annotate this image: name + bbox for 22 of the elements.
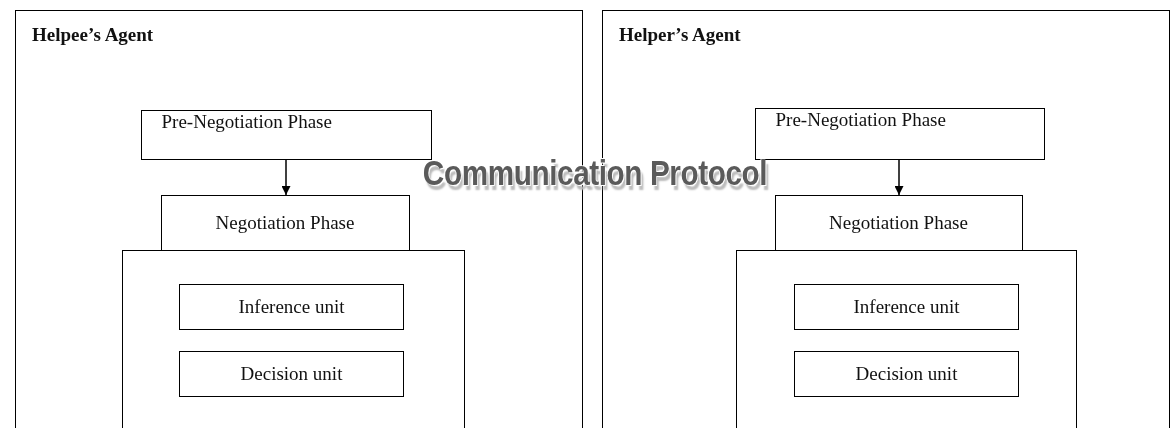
container-box <box>735 249 1077 428</box>
unit-box <box>179 284 404 330</box>
phase-box <box>754 107 1045 160</box>
box-label: Pre-Negotiation Phase <box>775 108 946 131</box>
phase-box <box>774 194 1023 251</box>
arrow <box>894 159 904 196</box>
phase-box <box>160 194 410 251</box>
unit-box <box>179 351 404 397</box>
box-label: Negotiation Phase <box>828 211 969 234</box>
box-label: Decision unit <box>854 363 959 385</box>
box-label: Negotiation Phase <box>214 211 356 234</box>
phase-box <box>140 109 432 160</box>
arrow <box>281 159 291 196</box>
box-label: Pre-Negotiation Phase <box>161 110 332 133</box>
box-label: Decision unit <box>239 363 344 385</box>
frame-title: Helper’s Agent <box>619 24 741 46</box>
box-label: Inference unit <box>237 296 346 318</box>
box-label: Inference unit <box>852 296 961 318</box>
unit-box <box>794 351 1019 397</box>
frame-title: Helpee’s Agent <box>32 24 154 46</box>
unit-box <box>794 284 1019 330</box>
container-box <box>121 249 465 428</box>
